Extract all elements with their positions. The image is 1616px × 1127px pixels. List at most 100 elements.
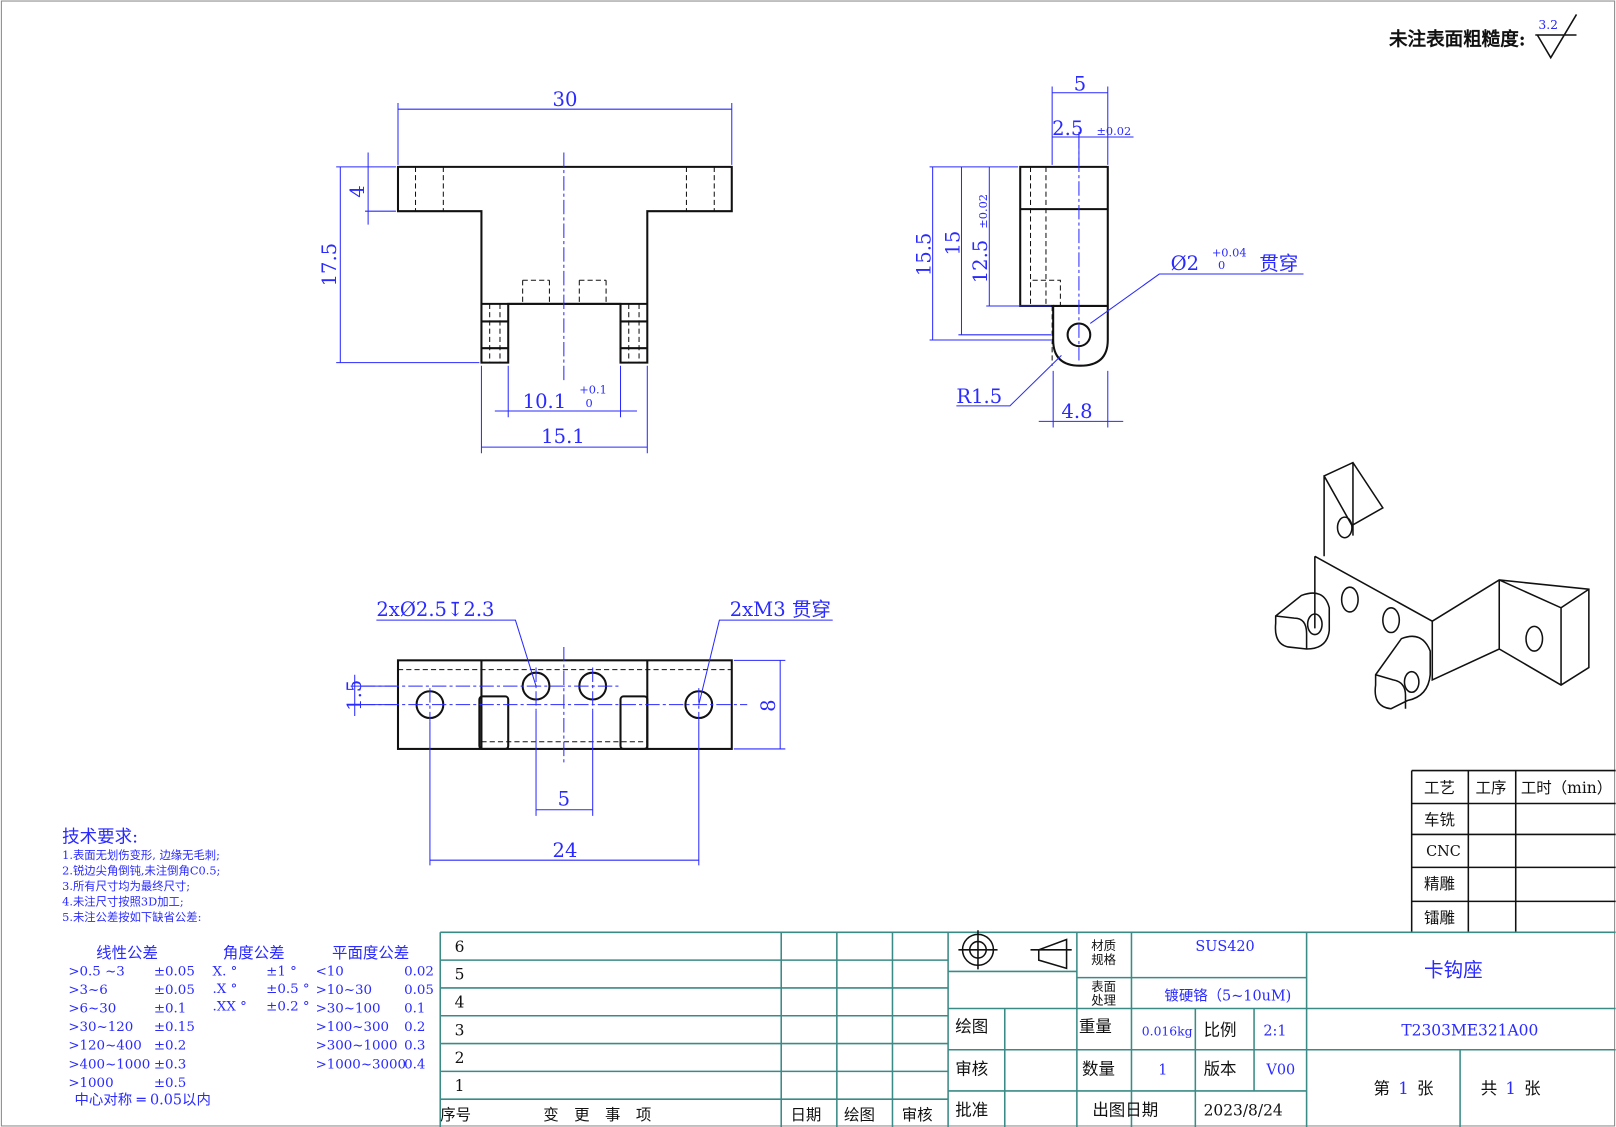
roughness-symbol-icon bbox=[1535, 14, 1578, 60]
dim-5-pitch: 5 bbox=[558, 788, 570, 811]
surface-value: 镀硬铬（5~10uM) bbox=[1164, 987, 1291, 1004]
process-row: 精雕 bbox=[1424, 875, 1455, 893]
linear-tol-range: >1000 bbox=[68, 1076, 113, 1091]
linear-tol-value: ±0.1 bbox=[154, 1002, 186, 1017]
flat-tol-value: 0.1 bbox=[404, 1002, 425, 1017]
process-header: 工艺 bbox=[1424, 779, 1455, 797]
dim-outer: 15.1 bbox=[541, 425, 585, 448]
dim-5: 5 bbox=[1074, 73, 1086, 96]
dim-height: 17.5 bbox=[318, 243, 341, 287]
flat-tol-value: 0.02 bbox=[404, 965, 434, 980]
dim-4-8: 4.8 bbox=[1061, 400, 1092, 423]
dim-top-thickness: 4 bbox=[346, 185, 369, 197]
surface-label: 处理 bbox=[1091, 993, 1116, 1007]
material-label: 材质 bbox=[1091, 939, 1116, 953]
rev-header-no: 序号 bbox=[440, 1106, 471, 1124]
material-value: SUS420 bbox=[1195, 939, 1254, 955]
dim-hole: Ø2 bbox=[1171, 252, 1199, 275]
flat-tol-value: 0.4 bbox=[404, 1057, 425, 1072]
linear-tol-value: ±0.15 bbox=[154, 1020, 195, 1035]
rev-row-number: 6 bbox=[455, 938, 465, 956]
version-value: V00 bbox=[1265, 1062, 1295, 1078]
dim-12-5-tol: ±0.02 bbox=[976, 194, 990, 229]
angle-tol-value: ±0.5 ° bbox=[266, 982, 309, 997]
process-row: CNC bbox=[1426, 844, 1461, 860]
technical-requirements: 技术要求: 1.表面无划伤变形, 边缘无毛刺; 2.锐边尖角倒钝,未注倒角C0.… bbox=[62, 828, 220, 924]
dim-width: 30 bbox=[553, 88, 578, 111]
tech-req-title: 技术要求: bbox=[62, 828, 138, 848]
surface-label: 表面 bbox=[1091, 980, 1116, 994]
flat-tol-range: >1000~3000 bbox=[316, 1057, 407, 1072]
rev-row-number: 3 bbox=[455, 1021, 465, 1039]
flat-tol-range: <10 bbox=[316, 965, 344, 980]
weight-value: 0.016kg bbox=[1142, 1024, 1193, 1038]
dim-inner: 10.1 bbox=[523, 390, 567, 413]
linear-tol-value: ±0.3 bbox=[154, 1057, 186, 1072]
default-tolerances: 线性公差 角度公差 平面度公差 >0.5 ~3 ±0.05 >3~6 ±0.05 >6~30 ±… bbox=[68, 944, 434, 1108]
rev-header-check: 审核 bbox=[902, 1106, 933, 1124]
tech-req-item: 4.未注尺寸按照3D加工; bbox=[62, 895, 184, 909]
linear-tol-range: >3~6 bbox=[68, 983, 107, 998]
roughness-label: 未注表面粗糙度: bbox=[1388, 28, 1526, 50]
flat-tol-range: >100~300 bbox=[316, 1020, 389, 1035]
flat-tol-range: >30~100 bbox=[316, 1002, 381, 1017]
flat-tol-value: 0.3 bbox=[404, 1039, 425, 1054]
dim-hole-tol-lo: 0 bbox=[1218, 258, 1225, 272]
dim-12-5: 12.5 bbox=[969, 240, 992, 284]
process-header: 工时（min） bbox=[1521, 779, 1612, 797]
drawing-number: T2303ME321A00 bbox=[1401, 1021, 1538, 1039]
check-label: 审核 bbox=[955, 1059, 988, 1078]
qty-value: 1 bbox=[1158, 1062, 1167, 1078]
dim-radius: R1.5 bbox=[956, 385, 1002, 408]
linear-tol-range: >30~120 bbox=[68, 1020, 133, 1035]
linear-tol-range: >0.5 ~3 bbox=[68, 965, 124, 980]
draw-label: 绘图 bbox=[955, 1017, 988, 1036]
flat-tol-range: >300~1000 bbox=[316, 1039, 398, 1054]
flat-tol-title: 平面度公差 bbox=[332, 944, 409, 962]
rev-row-number: 5 bbox=[455, 966, 465, 984]
flat-tol-value: 0.05 bbox=[404, 983, 434, 998]
linear-tol-value: ±0.2 bbox=[154, 1039, 186, 1054]
dim-inner-tol-up: +0.1 bbox=[579, 383, 607, 397]
process-row: 镭雕 bbox=[1424, 909, 1455, 927]
dim-inner-tol-lo: 0 bbox=[585, 396, 592, 410]
dim-2-5: 2.5 bbox=[1052, 117, 1083, 140]
rev-header-change: 变 更 事 项 bbox=[543, 1106, 651, 1124]
version-label: 版本 bbox=[1204, 1059, 1237, 1078]
linear-tol-title: 线性公差 bbox=[96, 944, 158, 962]
process-header: 工序 bbox=[1476, 779, 1507, 797]
first-angle-projection-icon bbox=[958, 930, 1072, 970]
process-table: 工艺 工序 工时（min） 车铣 CNC 精雕 镭雕 bbox=[1410, 769, 1616, 933]
angle-tol-range: .X ° bbox=[213, 982, 238, 997]
rev-row-number: 4 bbox=[455, 994, 465, 1012]
dim-15-5: 15.5 bbox=[913, 233, 936, 277]
linear-tol-range: >400~1000 bbox=[68, 1057, 150, 1072]
rev-row-number: 1 bbox=[455, 1077, 465, 1095]
rev-header-draw: 绘图 bbox=[844, 1106, 875, 1124]
side-view: 5 2.5 ±0.02 15.5 15 12.5 ±0.02 Ø2 +0.04 … bbox=[913, 73, 1304, 428]
approve-label: 批准 bbox=[955, 1101, 988, 1120]
dim-15: 15 bbox=[941, 231, 964, 256]
material-label: 规格 bbox=[1091, 952, 1116, 967]
surface-roughness-note: 未注表面粗糙度: 3.2 bbox=[1388, 14, 1578, 60]
dim-8: 8 bbox=[757, 699, 780, 711]
linear-tol-value: ±0.05 bbox=[154, 983, 195, 998]
weight-label: 重量 bbox=[1079, 1017, 1112, 1036]
title-block: 材质 规格 SUS420 表面 处理 镀硬铬（5~10uM) 卡钩座 绘图 重量… bbox=[947, 930, 1616, 1127]
qty-label: 数量 bbox=[1082, 1059, 1115, 1078]
symmetry-tol: 中心对称 ═ 0.05以内 bbox=[75, 1091, 211, 1108]
front-view: 30 4 17.5 10.1 +0.1 0 15.1 bbox=[318, 88, 733, 454]
angle-tol-title: 角度公差 bbox=[223, 944, 285, 962]
tech-req-item: 1.表面无划伤变形, 边缘无毛刺; bbox=[62, 848, 220, 862]
rev-header-date: 日期 bbox=[790, 1106, 821, 1124]
flat-tol-value: 0.2 bbox=[404, 1020, 425, 1035]
bottom-view: 2xØ2.5↧2.3 2xM3 贯穿 1.5 8 5 24 bbox=[343, 598, 833, 866]
linear-tol-value: ±0.05 bbox=[154, 965, 195, 980]
linear-tol-range: >6~30 bbox=[68, 1002, 116, 1017]
roughness-value: 3.2 bbox=[1538, 18, 1558, 32]
dim-hole-tol-up: +0.04 bbox=[1212, 246, 1247, 260]
